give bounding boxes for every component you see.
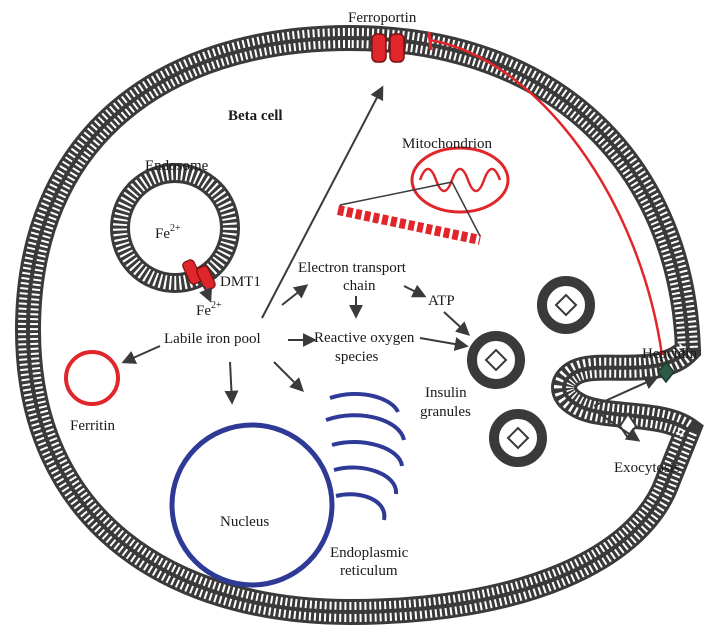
etc-label-line1: Electron transport: [298, 260, 407, 276]
cell-membrane: [28, 38, 688, 612]
fe-endosome-label: Fe2+: [155, 223, 181, 242]
ros-label-line1: Reactive oxygen: [314, 330, 415, 346]
etc-label-line2: chain: [343, 278, 376, 294]
nucleus-label: Nucleus: [220, 514, 269, 530]
endoplasmic-reticulum-icon: [326, 394, 404, 520]
insulin-label-line1: Insulin: [425, 385, 467, 401]
mitochondrion-icon: [338, 148, 508, 240]
labile-iron-pool-label: Labile iron pool: [164, 331, 261, 347]
er-label-line2: reticulum: [340, 563, 398, 579]
exocytosis-label: Exocytosis: [614, 460, 680, 476]
endosome-label: Endosome: [145, 158, 209, 174]
ferritin-label: Ferritin: [70, 418, 115, 434]
fe-released-label: Fe2+: [196, 300, 222, 319]
insulin-granule-icon: [542, 281, 590, 329]
ferroportin-label: Ferroportin: [348, 10, 417, 26]
hepcidin-inhibition-bar: [429, 32, 431, 50]
er-label-line1: Endoplasmic: [330, 545, 409, 561]
mitochondrion-label: Mitochondrion: [402, 136, 492, 152]
insulin-granule-icon: [472, 336, 520, 384]
insulin-granule-icon: [494, 414, 542, 462]
ferritin-icon: [66, 352, 118, 404]
atp-label: ATP: [428, 293, 455, 309]
hepcidin-label: Hepcidin: [642, 346, 697, 362]
nucleus-icon: [172, 425, 332, 585]
cell-title: Beta cell: [228, 108, 283, 124]
insulin-label-line2: granules: [420, 404, 471, 420]
dmt1-label: DMT1: [220, 274, 261, 290]
ros-label-line2: species: [335, 349, 378, 365]
